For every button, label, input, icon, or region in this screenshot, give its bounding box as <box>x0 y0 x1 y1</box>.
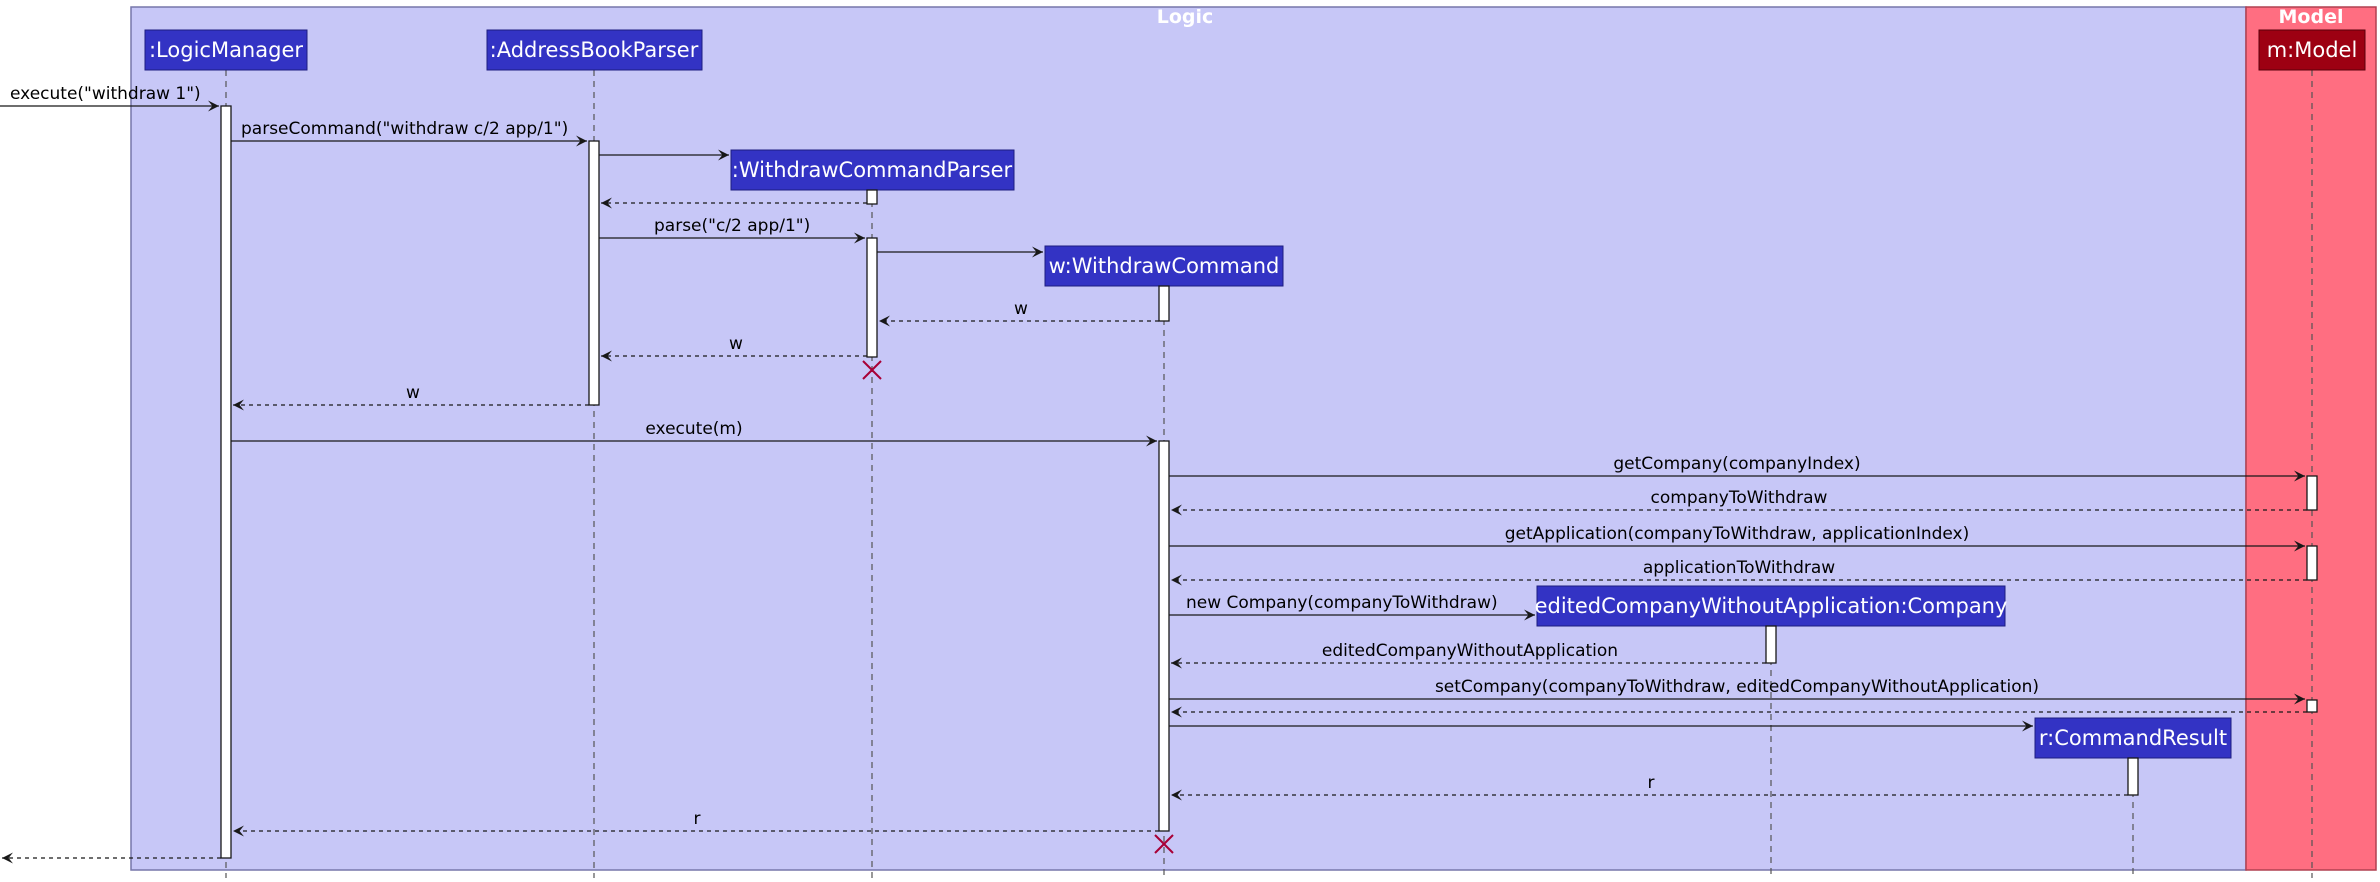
activation-bars <box>220 105 2318 859</box>
participant-label: m:Model <box>2267 38 2358 62</box>
message-label: applicationToWithdraw <box>1643 558 1835 578</box>
group-model: Model <box>2245 6 2377 871</box>
activation-model-1 <box>2306 475 2318 511</box>
message: r <box>1171 773 2128 801</box>
participant-label: w:WithdrawCommand <box>1049 254 1280 278</box>
destroy-marker-withdraw-command <box>1154 834 1174 854</box>
message: r <box>233 809 1159 837</box>
participant-label: :WithdrawCommandParser <box>732 158 1013 182</box>
participant-edited-company: editedCompanyWithoutApplication:Company <box>1535 585 2008 627</box>
participant-withdraw-command: w:WithdrawCommand <box>1044 245 1284 287</box>
message-label: w <box>406 383 420 403</box>
message-label: parse("c/2 app/1") <box>654 216 810 236</box>
message: parseCommand("withdraw c/2 app/1") <box>231 119 587 147</box>
message: parse("c/2 app/1") <box>599 216 865 244</box>
participant-label: r:CommandResult <box>2039 726 2227 750</box>
participant-address-book-parser: :AddressBookParser <box>486 29 703 71</box>
group-model-title: Model <box>2279 6 2344 28</box>
message: execute("withdraw 1") <box>0 84 219 112</box>
activation-withdraw-command-2 <box>1158 440 1170 832</box>
message: getCompany(companyIndex) <box>1169 454 2305 482</box>
message: w <box>601 334 867 362</box>
participant-withdraw-command-parser: :WithdrawCommandParser <box>730 149 1015 191</box>
message: new Company(companyToWithdraw) <box>1169 593 1535 621</box>
participant-model: m:Model <box>2258 29 2366 71</box>
group-logic-title: Logic <box>1157 6 1214 28</box>
message: w <box>233 383 589 411</box>
message-label: execute(m) <box>645 419 742 439</box>
activation-model-3 <box>2306 699 2318 713</box>
message-label: r <box>694 809 701 829</box>
message: getApplication(companyToWithdraw, applic… <box>1169 524 2305 552</box>
message: companyToWithdraw <box>1171 488 2307 516</box>
activation-command-result <box>2127 757 2139 796</box>
activation-edited-company <box>1765 625 1777 664</box>
messages: execute("withdraw 1") parseCommand("with… <box>0 84 2307 864</box>
message-label: r <box>1648 773 1655 793</box>
activation-model-2 <box>2306 545 2318 581</box>
activation-withdraw-command-1 <box>1158 285 1170 322</box>
message-label: getApplication(companyToWithdraw, applic… <box>1505 524 1970 544</box>
participant-label: editedCompanyWithoutApplication:Company <box>1535 594 2008 618</box>
message-label: w <box>1014 299 1028 319</box>
message-label: new Company(companyToWithdraw) <box>1186 593 1498 613</box>
message-label: companyToWithdraw <box>1651 488 1828 508</box>
message-label: execute("withdraw 1") <box>10 84 201 104</box>
destroy-marker-withdraw-command-parser <box>862 360 882 380</box>
message: applicationToWithdraw <box>1171 558 2307 586</box>
participant-label: :LogicManager <box>149 38 303 62</box>
message-label: editedCompanyWithoutApplication <box>1322 641 1618 661</box>
participant-command-result: r:CommandResult <box>2034 717 2232 759</box>
message: execute(m) <box>231 419 1157 447</box>
message-label: w <box>729 334 743 354</box>
message: editedCompanyWithoutApplication <box>1171 641 1766 669</box>
participant-label: :AddressBookParser <box>490 38 699 62</box>
message: setCompany(companyToWithdraw, editedComp… <box>1169 677 2305 705</box>
activation-withdraw-command-parser-2 <box>866 237 878 358</box>
activation-address-book-parser <box>588 140 600 406</box>
participant-logic-manager: :LogicManager <box>144 29 308 71</box>
activation-logic-manager <box>220 105 232 859</box>
message-label: setCompany(companyToWithdraw, editedComp… <box>1435 677 2039 697</box>
message: w <box>879 299 1159 327</box>
message-label: getCompany(companyIndex) <box>1613 454 1860 474</box>
message-label: parseCommand("withdraw c/2 app/1") <box>241 119 568 139</box>
activation-withdraw-command-parser-1 <box>866 189 878 205</box>
